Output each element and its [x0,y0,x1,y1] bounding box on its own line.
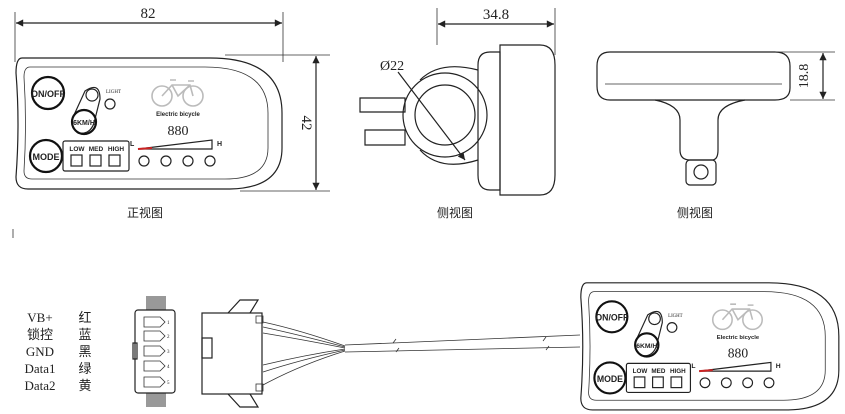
side-view: 34.8 Ø22 侧视图 [359,7,556,220]
med-label: MED [89,146,104,153]
mode-button: MODE [33,152,60,162]
pin-color: 黑 [78,344,91,359]
width-dimension: 82 [14,6,284,62]
level-low-label: L [130,141,135,148]
connector-socket: 1 2 3 4 5 [132,296,176,407]
6kmh-button: 6KM/H [636,343,657,350]
high-label: HIGH [108,146,125,153]
mode-button: MODE [597,374,623,384]
front-view-caption: 正视图 [127,205,163,220]
height-label: 42 [298,116,314,131]
pin-number: 3 [167,350,170,355]
pin-number: 1 [167,321,170,326]
front-view: 82 42 正视图 ON/OFF LIGHT 6KM/H [12,6,330,238]
brand-label: Electric bicycle [717,335,760,341]
level-high-label: H [776,363,781,370]
speed-readout: 880 [728,346,749,361]
on-off-button: ON/OFF [31,89,65,99]
on-off-button: ON/OFF [595,313,628,323]
speed-readout: 880 [168,124,189,139]
level-bar [137,139,213,150]
pin-signal: Data2 [24,378,55,393]
bicycle-icon [151,79,204,107]
display-unit-connected: ON/OFF LIGHT 6KM/H Electric bicycle 880 … [580,282,840,411]
pin-signal: GND [26,344,54,359]
level-bar [699,361,772,372]
low-label: LOW [69,146,85,153]
top-view-caption: 侧视图 [677,205,713,220]
height-dimension: 42 [225,54,330,192]
pin-number: 2 [167,335,170,340]
side-view-caption: 侧视图 [437,205,473,220]
light-label: LIGHT [668,314,683,319]
cable [344,334,581,353]
low-label: LOW [633,368,648,375]
light-label: LIGHT [106,90,121,95]
level-high-label: H [217,141,222,148]
top-view: 18.8 侧视图 [596,51,835,220]
display-unit: ON/OFF LIGHT 6KM/H Electric bicycle 880 … [15,57,283,190]
high-label: HIGH [670,368,686,375]
med-label: MED [651,368,665,375]
width-label: 82 [141,6,156,22]
pin-number: 5 [167,381,170,386]
level-low-label: L [691,363,695,370]
bicycle-icon [711,303,763,331]
wires [262,321,346,386]
pin-color: 黄 [78,378,91,393]
pin-signal: Data1 [24,361,55,376]
side-width-label: 34.8 [483,7,509,23]
top-height-label: 18.8 [797,64,812,89]
pin-number: 4 [167,365,170,370]
pin-legend: VB+ 锁控 GND Data1 Data2 红 蓝 黑 绿 黄 [24,310,91,393]
diameter-label: Ø22 [380,59,404,74]
pin-signal: 锁控 [27,327,53,342]
pin-color: 红 [78,310,91,325]
pin-color: 蓝 [78,327,91,342]
6kmh-button: 6KM/H [73,120,95,127]
pin-signal: VB+ [27,310,52,325]
brand-label: Electric bicycle [156,112,200,118]
connector-plug [201,299,581,408]
pin-color: 绿 [78,361,91,376]
